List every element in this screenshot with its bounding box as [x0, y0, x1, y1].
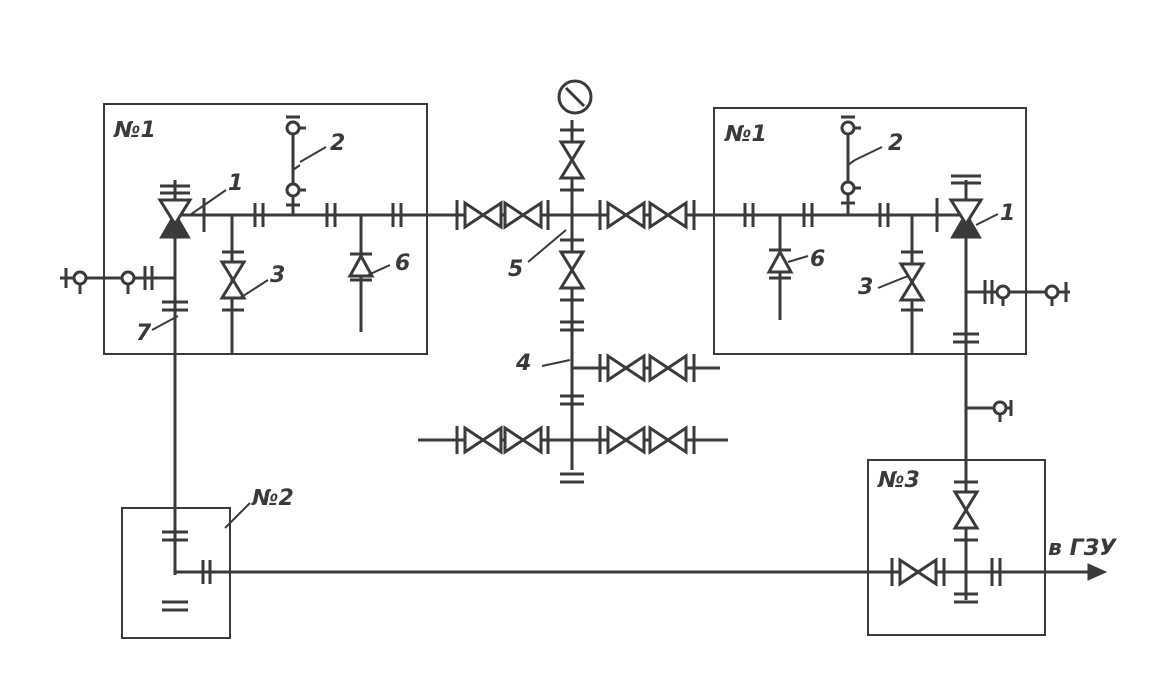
pressure-gauge-icon — [557, 79, 593, 115]
left-flange-7 — [162, 300, 188, 312]
left-header-flanges — [202, 198, 403, 232]
left-valve-6 — [347, 252, 375, 282]
well-3-box — [867, 459, 1046, 636]
right-header-flanges — [743, 198, 939, 232]
well-1-right-box — [713, 107, 1027, 355]
right-valve-6 — [766, 248, 794, 280]
callout-3-left: 3 — [270, 263, 285, 288]
central-vertical-flanges — [560, 320, 584, 484]
central-manifold — [418, 120, 760, 470]
left-side-branch-fittings — [64, 266, 154, 294]
left-valve-3 — [219, 250, 247, 312]
bottom-manifold-valves-right — [598, 425, 696, 455]
callout-2-right: 2 — [888, 131, 903, 156]
callout-1-left: 1 — [228, 171, 243, 196]
callout-7-left: 7 — [136, 321, 152, 346]
well-1-left-label: №1 — [113, 118, 156, 143]
right-side-branch-fittings — [983, 280, 1068, 306]
right-valve-3 — [898, 250, 926, 312]
bottom-manifold-valves-left — [455, 425, 550, 455]
well-2-piping — [162, 530, 215, 612]
well-3-horizontal-valve — [890, 557, 946, 587]
well-3-label: №3 — [877, 468, 920, 493]
well-3-vertical-valve — [952, 480, 980, 542]
left-branch-2-fittings — [285, 115, 306, 207]
right-riser-fitting — [992, 400, 1013, 422]
callout-6-left: 6 — [395, 251, 410, 276]
callout-1-right: 1 — [1000, 201, 1015, 226]
callout-leaders — [151, 146, 999, 529]
callout-3-right: 3 — [858, 275, 873, 300]
right-unit-piping — [694, 125, 1070, 470]
callout-2-left: 2 — [330, 131, 345, 156]
callout-6-right: 6 — [810, 247, 825, 272]
central-lower-valve — [558, 238, 586, 302]
right-valve-1 — [948, 174, 984, 239]
central-header-valves-right — [598, 200, 696, 230]
well-3-flanges — [954, 558, 1002, 604]
branch-4-valves — [598, 353, 696, 383]
well-2-label: №2 — [251, 486, 294, 511]
well-1-right-label: №1 — [724, 122, 767, 147]
central-header-valves-left — [455, 200, 550, 230]
callout-5: 5 — [508, 257, 523, 282]
left-valve-1 — [157, 184, 193, 239]
central-top-valve — [558, 128, 586, 192]
right-riser-flange — [953, 332, 979, 344]
outlet-label: в ГЗУ — [1048, 536, 1117, 561]
well-3-piping — [215, 470, 1108, 600]
well-1-left-box — [103, 103, 428, 355]
callout-4: 4 — [515, 351, 531, 376]
right-branch-2-fittings — [840, 115, 861, 205]
